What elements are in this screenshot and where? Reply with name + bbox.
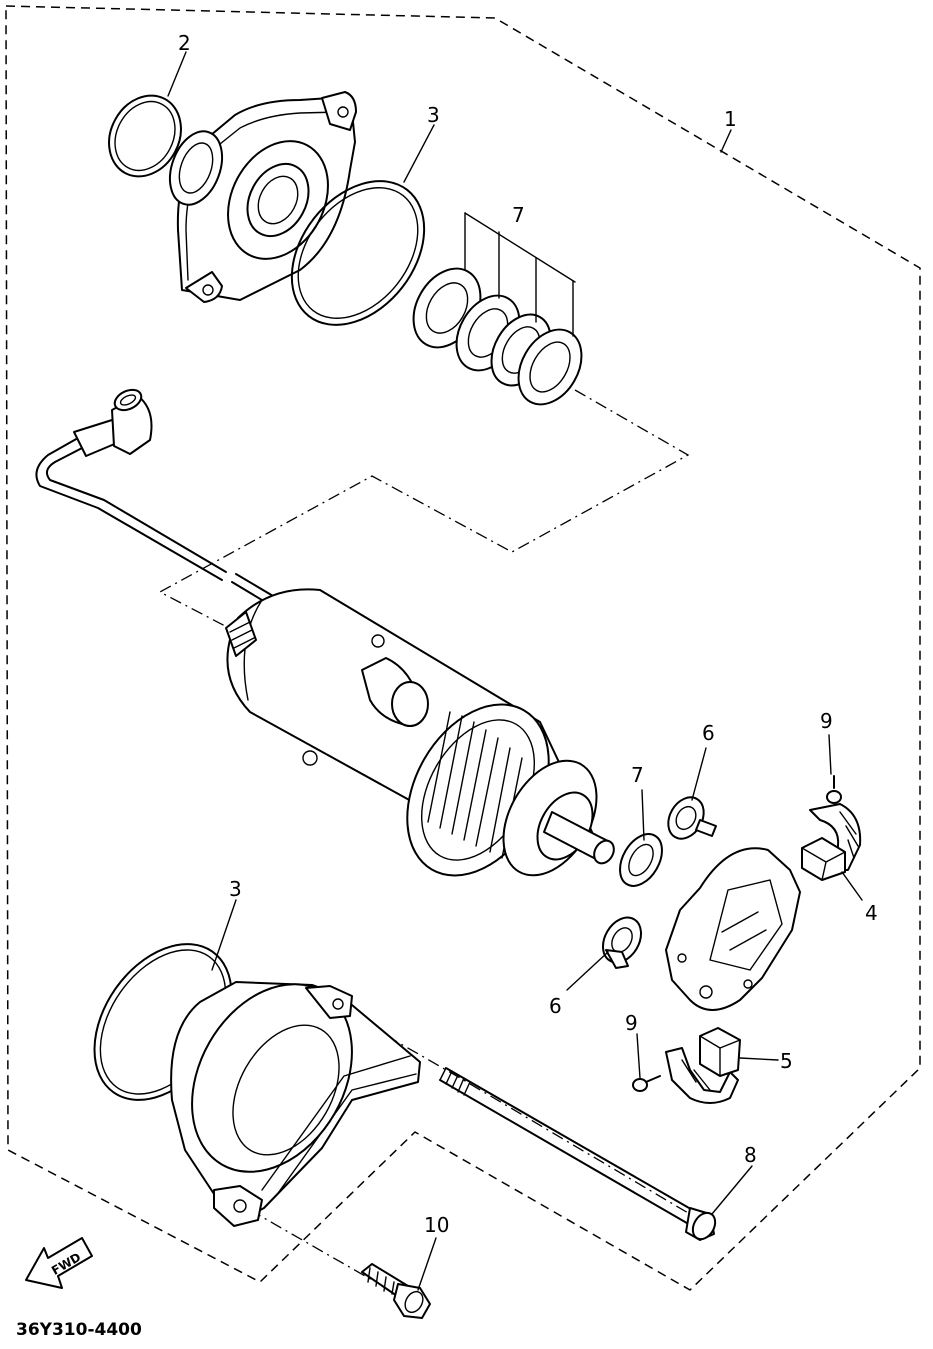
assembly-boundary [5, 5, 921, 1291]
front-cover [168, 91, 357, 303]
callout-7-upper: 7 [512, 203, 525, 227]
alignment-line-upper [158, 389, 690, 639]
brush-holder-part-4 [801, 803, 862, 881]
callout-5: 5 [780, 1049, 793, 1073]
callout-9-lower: 9 [625, 1011, 638, 1035]
starter-motor-body [225, 588, 615, 877]
callout-3-upper: 3 [427, 103, 440, 127]
bearing-part-6-upper [667, 796, 717, 840]
rear-cover [170, 981, 421, 1227]
callout-8: 8 [744, 1143, 757, 1167]
bolt-part-10 [361, 1263, 431, 1319]
bearing-part-6-lower [602, 916, 642, 969]
fwd-arrow-icon: FWD [25, 1237, 93, 1289]
alignment-line-bolt [249, 1209, 373, 1281]
callout-4: 4 [865, 901, 878, 925]
screw-part-9-upper [826, 775, 842, 804]
brush-holder-part-5 [665, 1027, 741, 1104]
washer-part-7-lower [619, 833, 663, 887]
callout-10: 10 [424, 1213, 449, 1237]
screw-part-9-lower [632, 1075, 661, 1092]
callout-3-lower: 3 [229, 877, 242, 901]
leader-lines [167, 51, 863, 1291]
through-bolt-part-8 [439, 1067, 717, 1241]
callout-1: 1 [724, 107, 737, 131]
callout-6-upper: 6 [702, 721, 715, 745]
callout-2: 2 [178, 31, 191, 55]
callout-6-lower: 6 [549, 994, 562, 1018]
callout-9-upper: 9 [820, 709, 833, 733]
o-ring-part-2 [108, 94, 182, 178]
brush-plate [665, 847, 801, 1011]
callout-7-lower: 7 [631, 763, 644, 787]
washer-set-part-7 [412, 212, 583, 406]
part-code: 36Y310-4400 [16, 1320, 142, 1340]
o-ring-part-3-upper [290, 180, 426, 326]
